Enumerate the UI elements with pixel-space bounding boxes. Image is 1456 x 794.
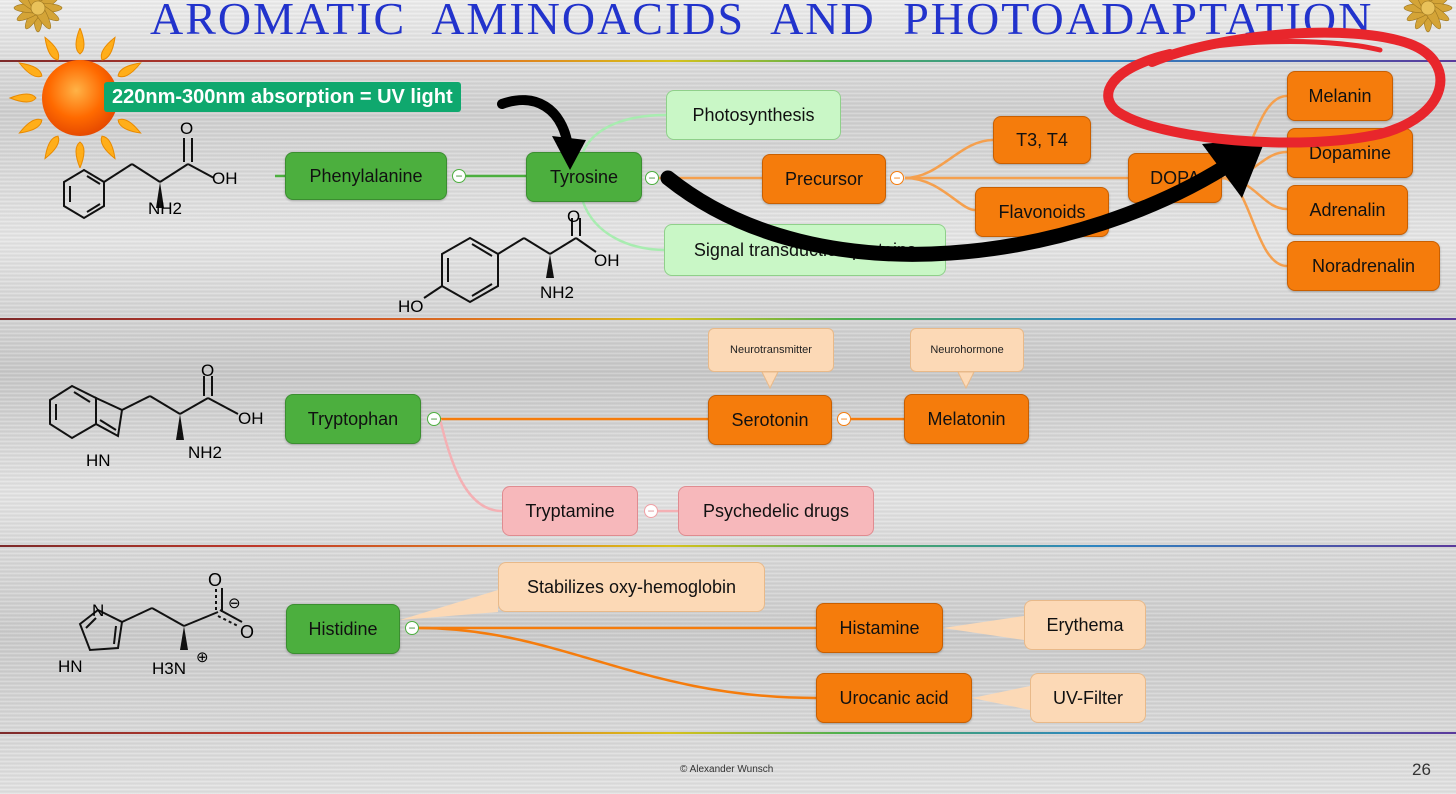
arrow-uv-head xyxy=(552,136,586,170)
node-stabilizes-oxy-hemoglobin[interactable]: Stabilizes oxy-hemoglobin xyxy=(498,562,765,612)
node-phenylalanine[interactable]: Phenylalanine xyxy=(285,152,447,200)
tyr-o-label: O xyxy=(567,208,580,226)
node-adrenalin[interactable]: Adrenalin xyxy=(1287,185,1408,235)
gold-ornament-icon xyxy=(13,0,63,33)
node-melatonin[interactable]: Melatonin xyxy=(904,394,1029,444)
gold-ornament-icon xyxy=(1403,0,1453,33)
divider-1 xyxy=(0,318,1456,320)
tip-neurotransmitter: Neurotransmitter xyxy=(708,328,834,372)
node-serotonin[interactable]: Serotonin xyxy=(708,395,832,445)
collapse-circle-icon[interactable]: − xyxy=(644,504,658,518)
arrow-uv-to-tyrosine xyxy=(497,95,573,151)
tryptophan-structure: HN OH O NH2 xyxy=(49,362,264,470)
his-o-top-label: O xyxy=(208,570,222,590)
trp-o-label: O xyxy=(201,362,214,380)
page-title: AROMATIC AMINOACIDS AND PHOTOADAPTATION xyxy=(150,0,1374,44)
trp-oh-label: OH xyxy=(238,409,264,428)
node-tryptamine[interactable]: Tryptamine xyxy=(502,486,638,536)
tyr-nh2-label: NH2 xyxy=(540,283,574,302)
divider-top xyxy=(0,60,1456,62)
footer-copyright: © Alexander Wunsch xyxy=(680,764,774,775)
collapse-circle-icon[interactable]: − xyxy=(427,412,441,426)
node-noradrenalin[interactable]: Noradrenalin xyxy=(1287,241,1440,291)
collapse-circle-icon[interactable]: − xyxy=(890,171,904,185)
divider-2 xyxy=(0,545,1456,547)
highlight-ring xyxy=(1103,27,1446,148)
his-hn-label: HN xyxy=(58,657,83,676)
his-n-label: N xyxy=(92,601,104,620)
tyr-ho-label: HO xyxy=(398,297,424,316)
node-urocanic-acid[interactable]: Urocanic acid xyxy=(816,673,972,723)
page-number: 26 xyxy=(1412,760,1431,779)
trp-nh2-label: NH2 xyxy=(188,443,222,462)
his-o-side-label: O xyxy=(240,622,254,642)
node-histamine[interactable]: Histamine xyxy=(816,603,943,653)
collapse-circle-icon[interactable]: − xyxy=(405,621,419,635)
tyrosine-structure: HO OH O NH2 xyxy=(398,208,620,316)
phe-o-label: O xyxy=(180,119,193,138)
arrow-melanin-head xyxy=(1202,138,1266,198)
tyr-oh-label: OH xyxy=(594,251,620,270)
his-minus-label: ⊖ xyxy=(228,595,241,612)
arrow-tyrosine-to-melanin xyxy=(660,152,1244,262)
his-h3n-label: H3N xyxy=(152,659,186,678)
node-photosynthesis[interactable]: Photosynthesis xyxy=(666,90,841,140)
tip-neurohormone: Neurohormone xyxy=(910,328,1024,372)
node-uv-filter[interactable]: UV-Filter xyxy=(1030,673,1146,723)
divider-3 xyxy=(0,732,1456,734)
node-tryptophan[interactable]: Tryptophan xyxy=(285,394,421,444)
node-flavonoids[interactable]: Flavonoids xyxy=(975,187,1109,237)
node-histidine[interactable]: Histidine xyxy=(286,604,400,654)
collapse-circle-icon[interactable]: − xyxy=(452,169,466,183)
node-t3-t4[interactable]: T3, T4 xyxy=(993,116,1091,164)
trp-hn-label: HN xyxy=(86,451,111,470)
histidine-structure: N HN O O ⊖ H3N ⊕ xyxy=(58,570,254,678)
node-psychedelic-drugs[interactable]: Psychedelic drugs xyxy=(678,486,874,536)
phe-oh-label: OH xyxy=(212,169,238,188)
collapse-circle-icon[interactable]: − xyxy=(837,412,851,426)
node-precursor[interactable]: Precursor xyxy=(762,154,886,204)
node-melanin[interactable]: Melanin xyxy=(1287,71,1393,121)
phenylalanine-structure: OH O NH2 xyxy=(63,119,238,220)
his-plus-label: ⊕ xyxy=(196,649,209,666)
uv-absorption-label: 220nm-300nm absorption = UV light xyxy=(104,82,461,112)
collapse-circle-icon[interactable]: − xyxy=(645,171,659,185)
node-tyrosine[interactable]: Tyrosine xyxy=(526,152,642,202)
phe-nh2-label: NH2 xyxy=(148,199,182,218)
node-erythema[interactable]: Erythema xyxy=(1024,600,1146,650)
